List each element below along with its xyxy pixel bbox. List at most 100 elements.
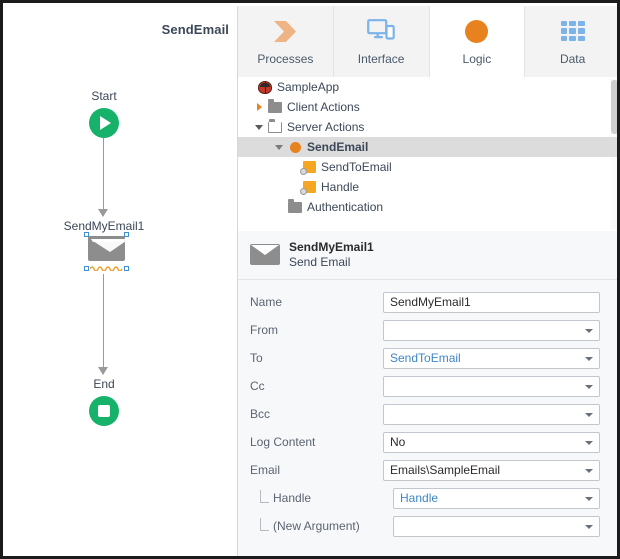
selection-handle-top-left[interactable] xyxy=(84,232,89,237)
properties-panel: SendMyEmail1 Send Email Name SendMyEmail… xyxy=(238,231,617,556)
chevron-down-icon[interactable] xyxy=(252,117,266,137)
property-label: Name xyxy=(250,295,283,309)
layer-tab-bar: Processes Interface Logic xyxy=(238,6,617,78)
right-panel: Processes Interface Logic xyxy=(238,6,617,556)
to-select[interactable]: SendToEmail xyxy=(383,347,600,369)
play-triangle-icon xyxy=(100,116,111,130)
property-row-handle: Handle Handle xyxy=(238,484,617,512)
connector-arrow-icon xyxy=(98,209,108,217)
property-label-text: Handle xyxy=(273,491,312,505)
bcc-select[interactable] xyxy=(383,403,600,425)
selection-handle-bottom-right[interactable] xyxy=(124,266,129,271)
chevron-down-icon[interactable] xyxy=(585,356,593,361)
property-row-email: Email Emails\SampleEmail xyxy=(238,456,617,484)
envelope-flap-icon xyxy=(93,241,126,252)
tree-label: SampleApp xyxy=(277,80,340,94)
property-label: From xyxy=(250,323,278,337)
tree-label: Handle xyxy=(321,180,360,194)
selection-handle-top-right[interactable] xyxy=(124,232,129,237)
tab-data[interactable]: Data xyxy=(525,6,617,77)
tree-item-handle[interactable]: Handle xyxy=(238,177,617,197)
cc-select[interactable] xyxy=(383,375,600,397)
node-label-sendmyemail1: SendMyEmail1 xyxy=(63,219,145,233)
property-row-bcc: Bcc xyxy=(238,400,617,428)
app-bug-icon xyxy=(256,77,274,97)
property-label: Cc xyxy=(250,379,265,393)
property-label: (New Argument) xyxy=(250,518,393,534)
tree-item-server-actions[interactable]: Server Actions xyxy=(238,117,617,137)
chevron-down-icon[interactable] xyxy=(585,524,593,529)
tree-label: SendEmail xyxy=(307,140,369,154)
tree-item-sendemail[interactable]: SendEmail xyxy=(238,137,617,157)
tab-label-data: Data xyxy=(559,52,586,66)
property-label: Bcc xyxy=(250,407,271,421)
tree-label: Client Actions xyxy=(287,100,360,114)
error-squiggle-icon xyxy=(90,266,123,271)
from-select[interactable] xyxy=(383,319,600,341)
log-content-select[interactable]: No xyxy=(383,431,600,453)
envelope-node[interactable] xyxy=(84,232,129,272)
processes-chevron-icon xyxy=(272,17,298,45)
envelope-icon xyxy=(88,236,126,261)
action-dot-icon xyxy=(286,137,304,157)
tree-elbow-icon xyxy=(260,518,269,531)
property-row-new-argument: (New Argument) xyxy=(238,512,617,540)
property-label: Handle xyxy=(250,490,393,506)
tree-item-sampleapp[interactable]: SampleApp xyxy=(238,77,617,97)
chevron-down-icon[interactable] xyxy=(585,468,593,473)
connector-arrow-icon-2 xyxy=(98,367,108,375)
chevron-down-icon[interactable] xyxy=(585,412,593,417)
stop-circle-icon[interactable] xyxy=(89,396,119,426)
envelope-icon xyxy=(250,244,280,266)
stop-square-icon xyxy=(98,405,110,417)
property-row-cc: Cc xyxy=(238,372,617,400)
property-label-text: (New Argument) xyxy=(273,519,360,533)
tab-logic[interactable]: Logic xyxy=(429,6,526,77)
parameter-icon xyxy=(299,157,318,177)
field-value: SendMyEmail1 xyxy=(390,295,471,309)
folder-open-icon xyxy=(266,117,284,137)
interface-screen-icon xyxy=(367,17,395,45)
logic-circle-icon xyxy=(465,17,489,45)
property-row-to: To SendToEmail xyxy=(238,344,617,372)
tab-label-processes: Processes xyxy=(257,52,314,66)
chevron-down-icon[interactable] xyxy=(272,137,286,157)
chevron-down-icon[interactable] xyxy=(585,440,593,445)
chevron-down-icon[interactable] xyxy=(585,496,593,501)
email-select[interactable]: Emails\SampleEmail xyxy=(383,459,600,481)
chevron-down-icon[interactable] xyxy=(585,384,593,389)
element-tree[interactable]: SampleApp Client Actions Server Actions … xyxy=(238,77,617,232)
tree-label: SendToEmail xyxy=(321,160,392,174)
new-argument-select[interactable] xyxy=(393,515,600,537)
tree-scrollbar-thumb[interactable] xyxy=(611,80,617,134)
tree-label: Authentication xyxy=(307,200,384,214)
chevron-down-icon[interactable] xyxy=(585,328,593,333)
tab-interface[interactable]: Interface xyxy=(333,6,430,77)
property-row-log-content: Log Content No xyxy=(238,428,617,456)
play-circle-icon[interactable] xyxy=(89,108,119,138)
tree-item-sendtoemail[interactable]: SendToEmail xyxy=(238,157,617,177)
folder-icon xyxy=(266,97,284,117)
name-input[interactable]: SendMyEmail1 xyxy=(383,291,600,313)
window-content: SendEmail Start SendMyEmail1 End xyxy=(6,6,617,556)
tree-item-authentication[interactable]: Authentication xyxy=(238,197,617,217)
properties-title: SendMyEmail1 xyxy=(289,240,374,254)
field-value: Handle xyxy=(400,491,439,505)
field-value: SendToEmail xyxy=(390,351,461,365)
tab-processes[interactable]: Processes xyxy=(238,6,334,77)
folder-icon xyxy=(286,197,304,217)
tree-item-client-actions[interactable]: Client Actions xyxy=(238,97,617,117)
property-label: Email xyxy=(250,463,281,477)
flow-canvas[interactable]: SendEmail Start SendMyEmail1 End xyxy=(6,6,238,556)
properties-subtitle: Send Email xyxy=(289,255,351,269)
field-value: Emails\SampleEmail xyxy=(390,463,501,477)
data-grid-icon xyxy=(560,17,585,45)
handle-select[interactable]: Handle xyxy=(393,487,600,509)
node-label-start: Start xyxy=(91,89,117,103)
selection-handle-bottom-left[interactable] xyxy=(84,266,89,271)
node-label-end: End xyxy=(93,377,115,391)
chevron-right-icon[interactable] xyxy=(252,97,266,117)
connector-start-to-send xyxy=(103,138,104,216)
property-row-name: Name SendMyEmail1 xyxy=(238,288,617,316)
